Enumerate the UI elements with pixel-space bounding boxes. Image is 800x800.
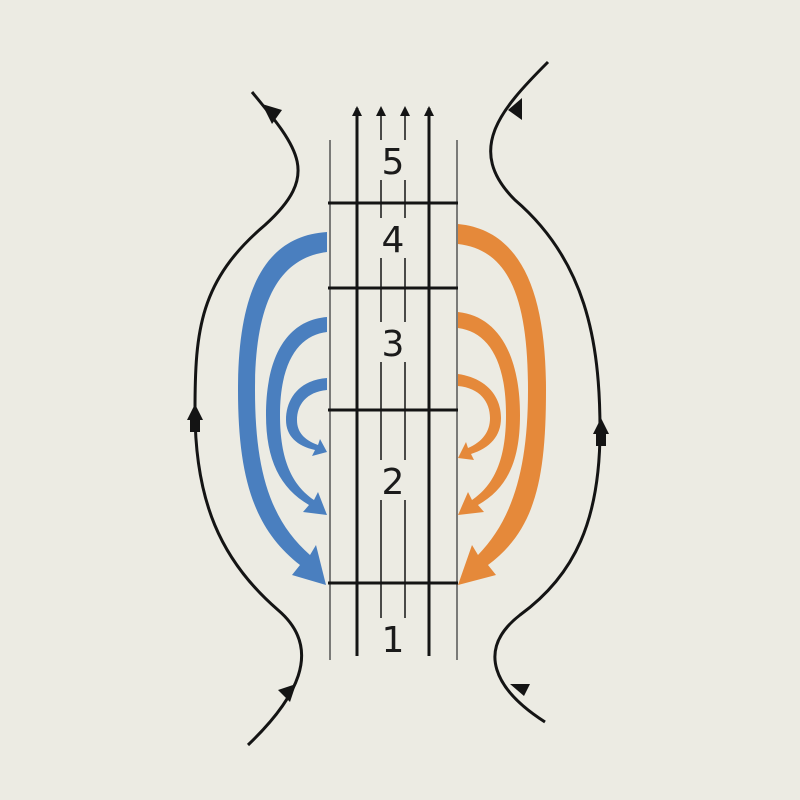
boundary-arrows [187,98,609,702]
outer-curve-right-bottom [493,429,602,724]
left-vortices [238,232,327,585]
right-vortex-large [458,224,546,585]
zone-labels: 1 2 3 4 5 [378,140,408,661]
left-vortex-small [286,378,327,456]
arrow-right-bottom-icon [510,684,530,696]
arrow-left-top-icon [262,104,282,124]
arrow-right-mid-stem-icon [596,432,606,446]
arrow-left-mid-stem-icon [190,418,200,432]
outer-curve-right-top [489,60,602,431]
zone-dividers [328,201,458,585]
left-vortex-medium [266,317,327,515]
zone-label-1: 1 [382,620,405,661]
outer-boundary-right [489,60,602,724]
arrow-left-mid-icon [187,404,203,420]
outer-curve-left-top [193,91,300,411]
arrow-right-mid-icon [593,418,609,434]
left-vortex-large [238,232,327,585]
zone-label-3: 3 [382,324,405,365]
arrow-left-bottom-icon [278,684,296,702]
right-vortex-small [458,374,501,460]
vertical-flow-lines [329,106,458,660]
arrow-right-top-icon [508,98,522,120]
right-vortex-medium [458,312,520,515]
zone-label-5: 5 [382,142,405,183]
zone-label-2: 2 [382,462,405,503]
zone-label-4: 4 [382,220,405,261]
right-vortices [458,224,546,585]
